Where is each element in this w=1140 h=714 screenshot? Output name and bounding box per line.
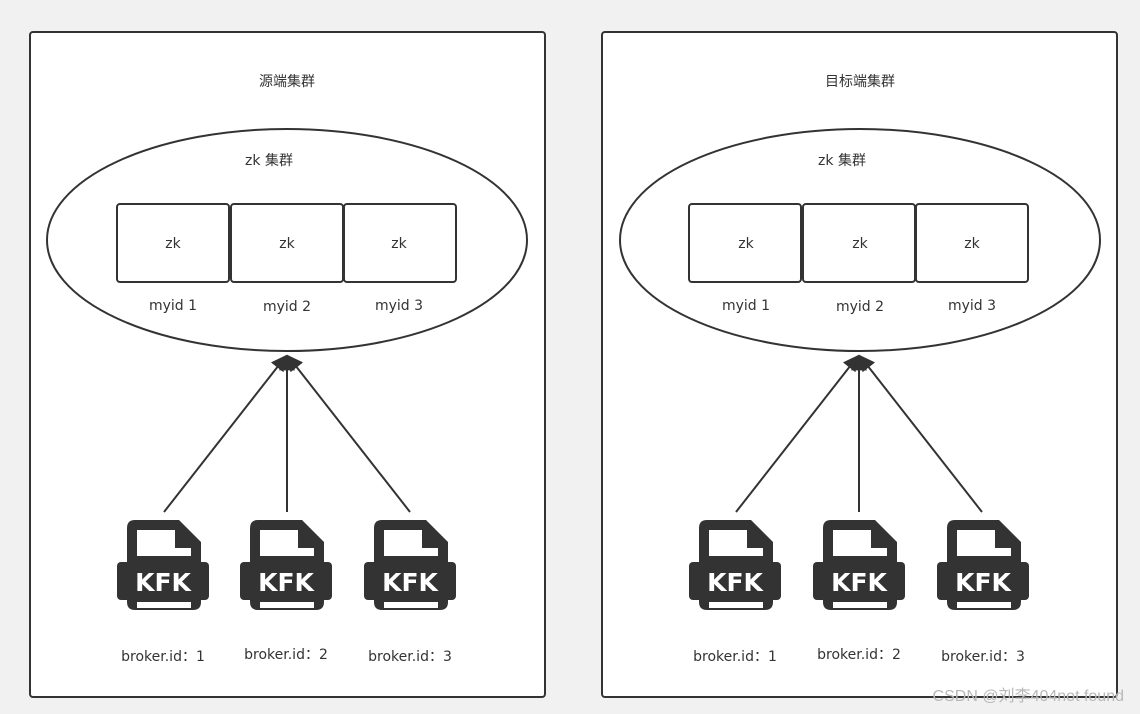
broker-2: KFK broker.id：2 <box>813 520 905 663</box>
broker-label: broker.id：2 <box>817 647 901 663</box>
kfk-text: KFK <box>707 568 764 597</box>
broker-3: KFK broker.id：3 <box>364 520 456 665</box>
cluster-title: 目标端集群 <box>825 73 895 90</box>
zk-myid-label: myid 1 <box>149 298 197 314</box>
zk-node-label: zk <box>391 236 407 252</box>
watermark: CSDN @刘李404not found <box>933 687 1124 705</box>
kfk-text: KFK <box>831 568 888 597</box>
zk-node-label: zk <box>738 236 754 252</box>
zk-node-box <box>915 203 1029 283</box>
zk-node-label: zk <box>165 236 181 252</box>
zk-node-1: zk myid 1 <box>688 203 802 314</box>
arrow-broker1-to-zk <box>735 354 859 513</box>
zk-node-label: zk <box>279 236 295 252</box>
zk-group-label: zk 集群 <box>245 152 293 169</box>
zk-node-label: zk <box>964 236 980 252</box>
broker-1: KFK broker.id：1 <box>117 520 209 665</box>
zk-myid-label: myid 2 <box>836 299 884 315</box>
broker-1: KFK broker.id：1 <box>689 520 781 665</box>
kfk-text: KFK <box>955 568 1012 597</box>
broker-label: broker.id：3 <box>941 649 1025 665</box>
zk-myid-label: myid 3 <box>948 298 996 314</box>
zk-node-box <box>343 203 457 283</box>
zk-myid-label: myid 3 <box>375 298 423 314</box>
zk-node-3: zk myid 3 <box>915 203 1029 314</box>
zk-node-label: zk <box>852 236 868 252</box>
broker-label: broker.id：3 <box>368 649 452 665</box>
kafka-file-icon: KFK <box>364 520 456 610</box>
kafka-file-icon: KFK <box>689 520 781 610</box>
broker-label: broker.id：1 <box>121 649 205 665</box>
cluster-panel-target: 目标端集群 zk 集群 zk myid 1 zk myid 2 zk myid … <box>601 31 1118 698</box>
kafka-file-icon: KFK <box>117 520 209 610</box>
kfk-text: KFK <box>135 568 192 597</box>
kafka-file-icon: KFK <box>813 520 905 610</box>
zk-node-box <box>116 203 230 283</box>
zk-group-label: zk 集群 <box>818 152 866 169</box>
zk-ensemble: zk 集群 zk myid 1 zk myid 2 zk myid 3 <box>619 128 1101 352</box>
kafka-file-icon: KFK <box>937 520 1029 610</box>
zk-myid-label: myid 1 <box>722 298 770 314</box>
zk-node-box <box>688 203 802 283</box>
broker-2: KFK broker.id：2 <box>240 520 332 663</box>
zk-node-2: zk myid 2 <box>230 203 344 315</box>
arrow-broker1-to-zk <box>163 354 287 513</box>
broker-3: KFK broker.id：3 <box>937 520 1029 665</box>
arrow-broker3-to-zk <box>287 354 411 513</box>
kfk-text: KFK <box>382 568 439 597</box>
cluster-title: 源端集群 <box>259 73 315 90</box>
zk-node-1: zk myid 1 <box>116 203 230 314</box>
cluster-panel-source: 源端集群 zk 集群 zk myid 1 zk myid 2 zk myid 3 <box>29 31 546 698</box>
broker-label: broker.id：2 <box>244 647 328 663</box>
zk-myid-label: myid 2 <box>263 299 311 315</box>
broker-label: broker.id：1 <box>693 649 777 665</box>
kfk-text: KFK <box>258 568 315 597</box>
kafka-file-icon: KFK <box>240 520 332 610</box>
zk-ensemble: zk 集群 zk myid 1 zk myid 2 zk myid 3 <box>46 128 528 352</box>
arrow-broker3-to-zk <box>859 354 983 513</box>
zk-node-2: zk myid 2 <box>802 203 916 315</box>
zk-node-3: zk myid 3 <box>343 203 457 314</box>
connection-arrows <box>163 354 411 513</box>
connection-arrows <box>735 354 983 513</box>
